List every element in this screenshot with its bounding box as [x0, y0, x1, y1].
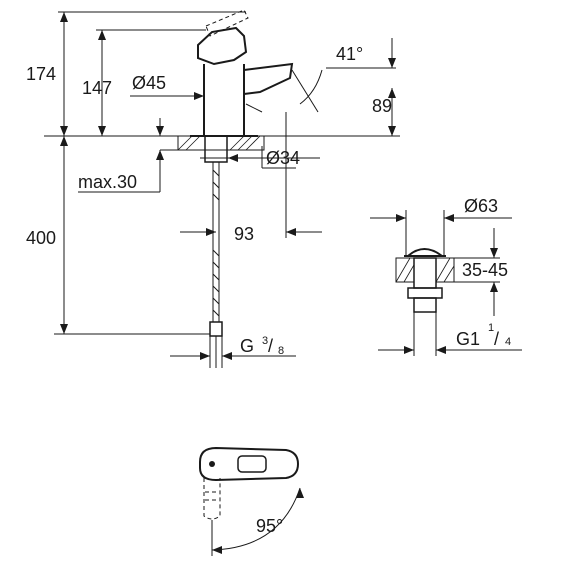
label-95deg: 95°: [256, 516, 283, 536]
label-93: 93: [234, 224, 254, 244]
label-max30: max.30: [78, 172, 137, 192]
dim-max30: max.30: [78, 118, 180, 193]
waste-tail: [413, 297, 437, 313]
label-g1-main: G1: [456, 329, 480, 349]
reference-lines: [44, 11, 400, 335]
hose-connector: [209, 321, 223, 337]
label-d63: Ø63: [464, 196, 498, 216]
lever-top-view: [199, 446, 300, 520]
dim-d63: Ø63: [370, 196, 512, 256]
faucet-body: [203, 64, 245, 137]
lever-rotated-dashed: [203, 478, 221, 520]
label-g1-den: 4: [505, 336, 511, 348]
dim-93: 93: [180, 112, 322, 244]
faucet-side-view: [177, 9, 294, 368]
label-d45: Ø45: [132, 73, 166, 93]
counter-section: [177, 135, 265, 151]
dim-400: 400: [26, 136, 68, 334]
lever-open-position: [205, 9, 249, 37]
dim-g114: G1 1 / 4: [378, 322, 522, 354]
dim-d34: Ø34: [228, 146, 320, 169]
label-g1-num: 1: [488, 322, 494, 334]
faucet-spout: [243, 62, 294, 95]
waste-body: [413, 257, 437, 289]
lever-outline: [197, 26, 248, 66]
label-89: 89: [372, 96, 392, 116]
dim-41deg: 41°: [291, 38, 396, 113]
dim-g38: G 3 / 8: [170, 335, 296, 368]
dim-95deg: 95°: [211, 487, 304, 556]
lever-pivot: [209, 461, 215, 467]
flexible-hose: [212, 162, 220, 322]
lever-grip: [237, 455, 267, 473]
label-g-num: 3: [262, 335, 268, 347]
waste-valve: [395, 248, 455, 356]
label-147: 147: [82, 78, 112, 98]
label-35-45: 35-45: [462, 260, 508, 280]
label-41deg: 41°: [336, 44, 363, 64]
dim-d45: Ø45: [130, 73, 204, 100]
dim-147: 147: [82, 30, 112, 136]
dim-35-45: 35-45: [454, 228, 508, 316]
waste-nut: [407, 287, 443, 299]
dim-174: 174: [26, 12, 68, 136]
svg-text:/: /: [268, 336, 273, 356]
svg-text:/: /: [494, 329, 499, 349]
label-d34: Ø34: [266, 148, 300, 168]
label-174: 174: [26, 64, 56, 84]
label-g-main: G: [240, 336, 254, 356]
counter-hatching: [177, 135, 261, 151]
lever-top-outline: [199, 446, 300, 482]
dim-89: 89: [245, 88, 396, 136]
label-400: 400: [26, 228, 56, 248]
label-g-den: 8: [278, 345, 284, 357]
waste-cap: [407, 248, 443, 257]
